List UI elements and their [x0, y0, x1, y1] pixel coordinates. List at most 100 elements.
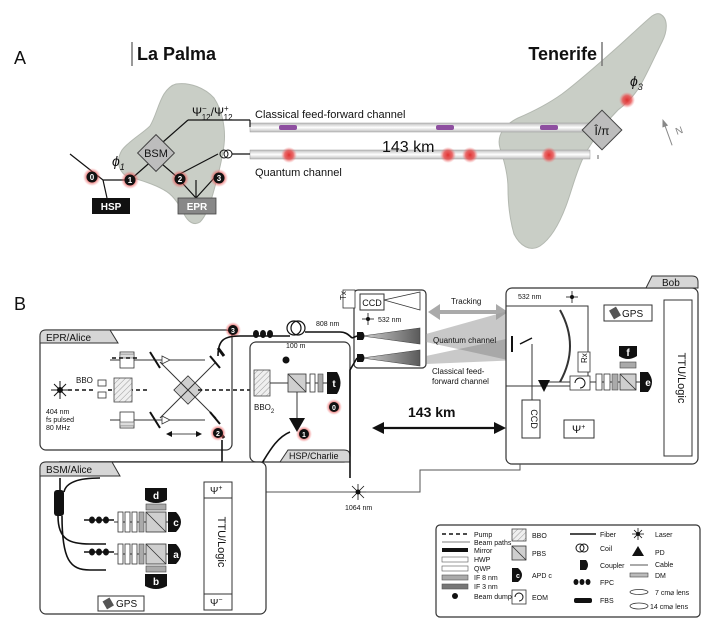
- fiber-coil-icon: [286, 320, 306, 336]
- photon-marker-2: 2: [171, 170, 189, 188]
- svg-text:d: d: [153, 491, 159, 502]
- pump-rate: 80 MHz: [46, 425, 71, 432]
- rx-label: Rx: [580, 353, 589, 363]
- photon-marker-1: 1: [296, 426, 312, 442]
- svg-text:Ψ+: Ψ+: [210, 485, 222, 497]
- svg-text:GPS: GPS: [622, 309, 643, 320]
- bob-title: Bob: [662, 278, 680, 289]
- svg-text:c: c: [173, 518, 179, 529]
- classical-pulse: [436, 125, 454, 130]
- apd-b: [145, 574, 167, 589]
- legend-fbs: FBS: [600, 598, 614, 605]
- gps-alice: GPS: [97, 595, 145, 612]
- telescope-mirror: [559, 309, 571, 383]
- legend-dm: DM: [655, 573, 666, 580]
- svg-text:0: 0: [90, 173, 95, 182]
- hsp-charlie-title: HSP/Charlie: [289, 451, 339, 461]
- svg-text:TTU/Logic: TTU/Logic: [675, 353, 687, 404]
- laser-icon: [632, 528, 644, 540]
- photon-marker-2: 2: [210, 425, 226, 441]
- ttu-bob: [663, 299, 693, 457]
- island-la-palma-label: La Palma: [137, 44, 217, 64]
- legend-pd: PD: [655, 550, 665, 557]
- north-arrow-icon: N: [662, 118, 685, 146]
- photon-glow: [281, 147, 297, 163]
- bsm-alice-title: BSM/Alice: [46, 465, 93, 476]
- apd-d: [145, 488, 167, 503]
- bbo-crystal: [113, 377, 133, 403]
- legend-if3: IF 3 nm: [474, 584, 498, 591]
- fiber-length-label: 100 m: [286, 343, 306, 350]
- bob-psi-plus: [563, 419, 595, 439]
- satellite-icon: [102, 597, 114, 610]
- tracking-label: Tracking: [451, 297, 481, 306]
- apd-a: [168, 544, 181, 564]
- svg-text:3: 3: [231, 328, 235, 335]
- legend-if8: IF 8 nm: [474, 575, 498, 582]
- svg-text:Ψ+: Ψ+: [572, 424, 585, 436]
- classical-pulse: [540, 125, 558, 130]
- apd-e: [640, 372, 652, 392]
- ccd-bob: [521, 399, 541, 439]
- pd-icon: [538, 380, 550, 392]
- classical-pulse: [279, 125, 297, 130]
- epr-alice-tab: [39, 329, 119, 344]
- svg-text:TTU/Logic: TTU/Logic: [215, 517, 227, 568]
- quantum-channel-label: Quantum channel: [255, 167, 342, 179]
- svg-text:GPS: GPS: [116, 599, 137, 610]
- legend: Pump Beam paths Mirror HWP QWP IF 8 nm I…: [435, 524, 701, 618]
- legend-lens7: 7 cm⌀ lens: [655, 590, 690, 597]
- panel-a-label: A: [14, 48, 26, 68]
- quantum-channel-b-label: Quantum channel: [433, 336, 496, 345]
- legend-mirror: Mirror: [474, 548, 493, 555]
- photon-marker-0: 0: [83, 168, 101, 186]
- island-tenerife-label: Tenerife: [528, 44, 597, 64]
- legend-bbo: BBO: [532, 533, 547, 540]
- satellite-icon: [609, 306, 621, 320]
- bbo2-crystal: [253, 369, 271, 397]
- panel-b: B EPR/Alice 404 nm fs pulsed 80 MHz BBO: [14, 275, 699, 615]
- bob-tab: [645, 275, 699, 289]
- gps-bob: GPS: [603, 304, 653, 322]
- apd-t: [327, 372, 341, 394]
- svg-text:3: 3: [217, 174, 222, 183]
- laser-icon: [566, 291, 578, 303]
- wavelength-1064-label: 1064 nm: [345, 505, 372, 512]
- legend-fiber: Fiber: [600, 532, 617, 539]
- photon-marker-3: 3: [225, 322, 241, 338]
- svg-text:t: t: [332, 379, 336, 390]
- ttu-alice: [203, 481, 233, 603]
- svg-text:b: b: [153, 577, 159, 588]
- fpc-icon: [253, 330, 273, 338]
- pump-pulse: fs pulsed: [46, 417, 74, 424]
- svg-text:1: 1: [302, 432, 306, 439]
- svg-text:a: a: [173, 550, 179, 561]
- hsp-label: HSP: [101, 202, 122, 213]
- svg-text:CCD: CCD: [529, 409, 539, 429]
- apd-c: [168, 512, 181, 532]
- svg-text:N: N: [674, 125, 685, 138]
- svg-text:c: c: [516, 573, 520, 580]
- classical-channel-b-l2: forward channel: [432, 377, 489, 386]
- fiber-coil-icon: [219, 149, 229, 159]
- eom-icon: [569, 375, 591, 391]
- wavelength-808-label: 808 nm: [316, 321, 340, 328]
- legend-lens14: 14 cm⌀ lens: [650, 604, 689, 611]
- legend-coupler: Coupler: [600, 563, 625, 570]
- svg-text:1: 1: [128, 176, 133, 185]
- photon-marker-0: 0: [326, 399, 342, 415]
- legend-coil: Coil: [600, 546, 613, 553]
- legend-fpc: FPC: [600, 580, 614, 587]
- wavelength-532-bob: 532 nm: [518, 294, 542, 301]
- coupler-icon: [289, 418, 305, 432]
- svg-text:0: 0: [332, 405, 336, 412]
- classical-beam: [426, 336, 520, 364]
- panel-b-label: B: [14, 294, 26, 314]
- laser-icon: [362, 313, 374, 325]
- epr-label: EPR: [187, 202, 208, 213]
- apd-f: [619, 346, 637, 359]
- classical-channel-label: Classical feed-forward channel: [255, 109, 405, 121]
- hsp-box: [92, 198, 130, 214]
- legend-apd: APD c: [532, 573, 552, 580]
- legend-beam-paths: Beam paths: [474, 540, 512, 547]
